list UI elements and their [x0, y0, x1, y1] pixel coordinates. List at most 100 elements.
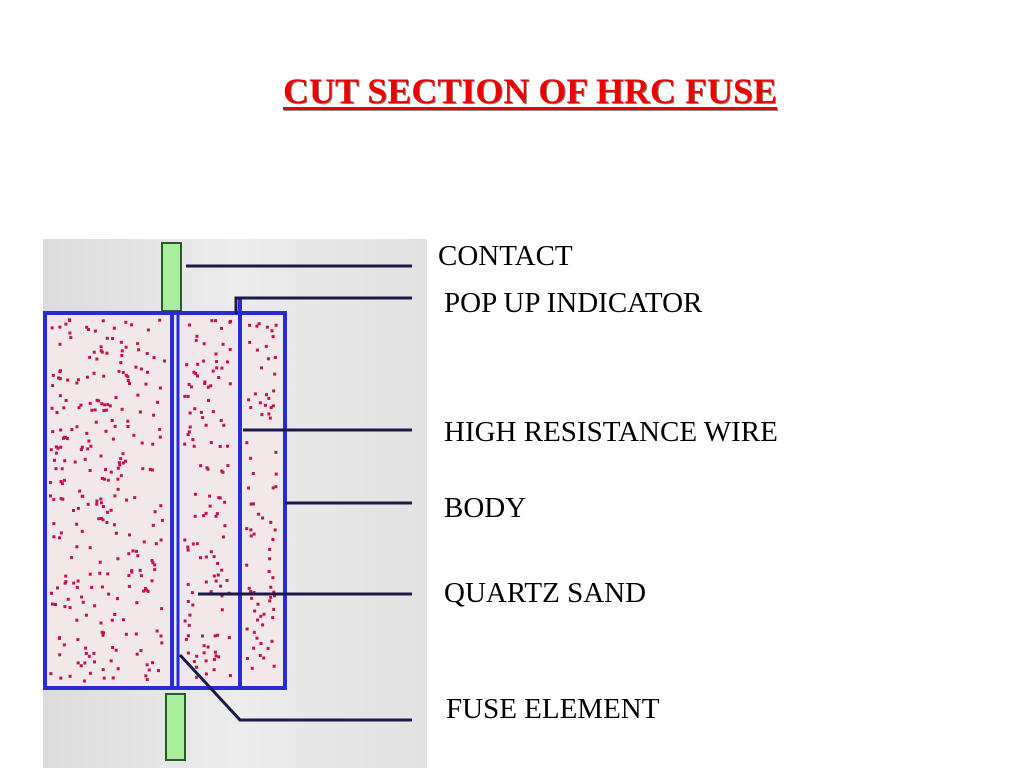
sand-particle [266, 646, 270, 650]
sand-particle [207, 398, 210, 402]
sand-particle [85, 375, 89, 379]
sand-particle [106, 403, 110, 407]
sand-particle [111, 676, 115, 680]
sand-particle [119, 340, 123, 344]
sand-particle [83, 661, 87, 665]
sand-particle [133, 496, 137, 500]
sand-particle [155, 629, 159, 633]
sand-particle [76, 506, 80, 510]
sand-particle [150, 579, 154, 583]
sand-particle [64, 580, 68, 584]
sand-particle [195, 665, 199, 669]
sand-particle [260, 366, 263, 370]
sand-particle [188, 323, 191, 327]
sand-particle [271, 335, 275, 339]
sand-particle [195, 542, 199, 546]
sand-particle [138, 410, 142, 414]
sand-particle [186, 651, 190, 655]
sand-particle [135, 652, 139, 656]
sand-particle [186, 545, 190, 549]
sand-particle [88, 671, 92, 675]
sand-particle [205, 466, 209, 470]
sand-particle [220, 568, 224, 572]
sand-particle [131, 549, 135, 553]
sand-particle [183, 538, 187, 542]
sand-particle [184, 637, 188, 641]
sand-particle [201, 416, 205, 420]
sand-particle [72, 581, 76, 585]
sand-particle [214, 514, 218, 518]
sand-particle [245, 441, 249, 445]
sand-particle [73, 460, 77, 464]
sand-particle [95, 502, 99, 506]
sand-particle [85, 431, 89, 435]
sand-particle [274, 485, 278, 489]
sand-particle [204, 511, 208, 515]
sand-particle [100, 585, 104, 589]
sand-particle [153, 510, 157, 514]
sand-particle [58, 394, 62, 398]
sand-particle [97, 399, 101, 403]
sand-particle [216, 561, 220, 565]
sand-particle [63, 581, 67, 585]
sand-particle [153, 563, 157, 567]
sand-particle [76, 378, 80, 382]
sand-particle [76, 638, 80, 642]
sand-particle [105, 351, 109, 355]
sand-particle [113, 424, 117, 428]
sand-particle [103, 477, 106, 481]
sand-particle [58, 342, 62, 346]
sand-particle [261, 623, 265, 627]
leader-pop-up-indicator [234, 296, 412, 314]
sand-particle [98, 560, 102, 564]
sand-particle [84, 613, 88, 617]
sand-particle [125, 498, 129, 502]
sand-particle [130, 569, 134, 572]
sand-particle [153, 568, 157, 572]
sand-particle [83, 457, 87, 461]
sand-particle [51, 384, 55, 388]
sand-particle [49, 494, 52, 498]
sand-particle [157, 669, 160, 673]
sand-particle [139, 649, 143, 653]
sand-particle [268, 557, 272, 561]
sand-particle [214, 319, 218, 323]
sand-particle [54, 451, 58, 455]
sand-particle [249, 456, 253, 460]
sand-particle [156, 400, 159, 404]
sand-particle [212, 555, 216, 559]
sand-particle [124, 320, 128, 324]
sand-particle [109, 508, 113, 512]
sand-particle [69, 336, 73, 340]
sand-particle [101, 505, 105, 508]
sand-particle [95, 357, 99, 361]
sand-particle [60, 482, 64, 486]
sand-particle [212, 668, 216, 672]
sand-particle [221, 342, 225, 346]
sand-particle [212, 574, 216, 578]
sand-particle [204, 423, 208, 427]
sand-particle [274, 472, 278, 476]
sand-particle [160, 607, 164, 611]
sand-particle [270, 329, 274, 333]
sand-particle [75, 585, 79, 589]
sand-particle [105, 521, 109, 524]
sand-particle [219, 419, 223, 422]
sand-particle [186, 394, 190, 398]
sand-particle [63, 605, 67, 609]
sand-particle [272, 664, 276, 668]
sand-particle [136, 342, 140, 346]
sand-particle [245, 627, 249, 631]
sand-particle [58, 370, 62, 374]
sand-particle [121, 452, 125, 456]
sand-particle [80, 529, 84, 533]
sand-particle [252, 646, 256, 650]
sand-particle [192, 660, 196, 663]
sand-particle [245, 563, 249, 567]
sand-particle [256, 602, 260, 606]
sand-particle [194, 371, 197, 375]
sand-particle [228, 348, 232, 351]
sand-particle [107, 592, 111, 596]
bottom-contact [165, 693, 186, 761]
sand-particle [92, 371, 96, 375]
